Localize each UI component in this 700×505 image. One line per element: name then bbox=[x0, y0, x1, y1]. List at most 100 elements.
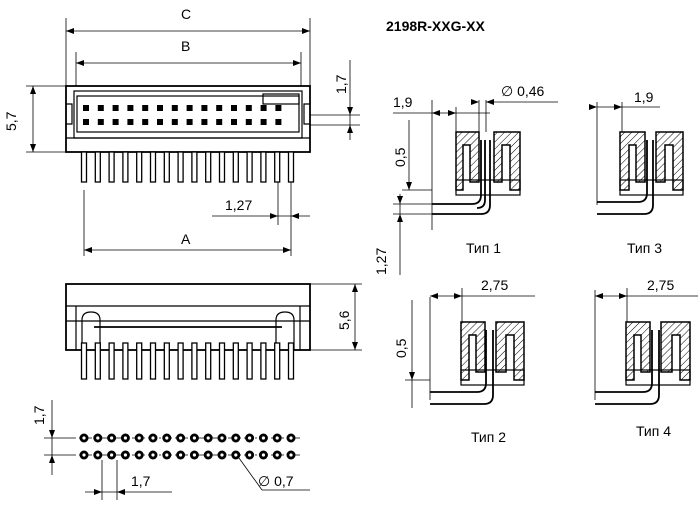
front-view: 5,6 bbox=[65, 283, 362, 380]
type4-dim-275: 2,75 bbox=[647, 277, 674, 293]
pin-leg bbox=[205, 151, 212, 183]
type1-dim-pin-diameter: ∅ 0,46 bbox=[501, 83, 545, 99]
type2-dim-275: 2,75 bbox=[481, 277, 508, 293]
footprint-hole-center bbox=[110, 453, 114, 457]
contact-dot bbox=[97, 105, 104, 111]
pin-leg bbox=[246, 342, 253, 380]
footprint-hole-center bbox=[110, 436, 114, 440]
dim-row-spacing-17: 1,7 bbox=[31, 405, 47, 425]
pin-leg bbox=[149, 342, 157, 380]
type-4-detail: 2,75 Тип 4 bbox=[594, 277, 698, 439]
footprint-hole-center bbox=[179, 436, 183, 440]
type3-dim-19: 1,9 bbox=[634, 89, 654, 105]
pin-leg bbox=[80, 342, 88, 380]
contact-dot bbox=[112, 105, 119, 111]
contact-dot bbox=[142, 119, 149, 125]
contact-dot bbox=[83, 105, 89, 111]
pin-leg bbox=[232, 342, 239, 380]
footprint-hole-center bbox=[137, 436, 141, 440]
footprint-hole-center bbox=[82, 453, 86, 457]
top-view: C B 5,7 1,7 bbox=[3, 6, 360, 256]
contact-dot bbox=[201, 119, 208, 125]
footprint-hole-center bbox=[137, 453, 141, 457]
contact-dot bbox=[127, 105, 134, 111]
footprint-hole-center bbox=[220, 436, 224, 440]
pin-leg bbox=[136, 342, 143, 380]
footprint-hole-center bbox=[151, 436, 155, 440]
footprint-hole-center bbox=[165, 453, 169, 457]
footprint-hole-center bbox=[96, 453, 100, 457]
footprint-hole-center bbox=[151, 453, 155, 457]
type1-dim-19: 1,9 bbox=[393, 94, 413, 110]
type-2-detail: 2,75 0,5 Тип 2 bbox=[393, 277, 535, 445]
footprint-hole-center bbox=[248, 453, 252, 457]
dim-hole-diameter: ∅ 0,7 bbox=[258, 473, 294, 489]
dim-height-56: 5,6 bbox=[336, 310, 352, 330]
contact-dot bbox=[275, 119, 282, 125]
type1-label: Тип 1 bbox=[466, 240, 501, 256]
footprint-hole-center bbox=[220, 453, 224, 457]
footprint-hole-center bbox=[96, 436, 100, 440]
contact-dot bbox=[245, 105, 252, 111]
contact-dot bbox=[83, 119, 89, 125]
pin-leg bbox=[136, 151, 143, 183]
contact-dot bbox=[171, 105, 178, 111]
footprint-hole-center bbox=[275, 436, 279, 440]
pin-leg bbox=[94, 342, 101, 380]
footprint-hole-center bbox=[248, 436, 252, 440]
contact-dot bbox=[231, 119, 237, 125]
pcb-footprint: 1,7 1,7 ∅ 0,7 bbox=[31, 400, 310, 500]
footprint-hole-center bbox=[289, 436, 293, 440]
type-1-detail: 1,9 ∅ 0,46 0,5 1,27 Тип 1 bbox=[373, 83, 558, 275]
pin-leg bbox=[108, 342, 115, 380]
contact-dot bbox=[186, 105, 193, 111]
pin-leg bbox=[177, 151, 184, 183]
contact-dot bbox=[275, 105, 282, 111]
pin-leg bbox=[122, 342, 129, 380]
footprint-hole-center bbox=[261, 453, 265, 457]
contact-dot bbox=[157, 119, 163, 125]
footprint-hole-center bbox=[206, 453, 210, 457]
pin-leg bbox=[94, 151, 101, 183]
contact-dot bbox=[231, 105, 237, 111]
contact-dot bbox=[245, 119, 252, 125]
pin-leg bbox=[218, 151, 226, 183]
footprint-hole-center bbox=[234, 453, 238, 457]
pin-leg bbox=[122, 151, 129, 183]
part-number-title: 2198R-XXG-XX bbox=[386, 18, 485, 34]
pin-leg bbox=[260, 151, 267, 183]
type4-label: Тип 4 bbox=[636, 423, 671, 439]
footprint-hole-center bbox=[192, 453, 196, 457]
type2-dim-05: 0,5 bbox=[393, 338, 409, 358]
contact-dot bbox=[97, 119, 104, 125]
contact-dot bbox=[157, 105, 163, 111]
pin-leg bbox=[108, 151, 115, 183]
pin-leg bbox=[191, 342, 198, 380]
pin-leg bbox=[218, 342, 226, 380]
contact-dot bbox=[186, 119, 193, 125]
pin-leg bbox=[163, 151, 170, 183]
contact-dot bbox=[142, 105, 149, 111]
footprint-hole-center bbox=[289, 453, 293, 457]
dim-col-spacing-17: 1,7 bbox=[131, 473, 151, 489]
type1-dim-127: 1,27 bbox=[373, 248, 389, 275]
dim-a-label: A bbox=[181, 231, 191, 247]
contact-dot bbox=[260, 119, 267, 125]
contact-dot bbox=[171, 119, 178, 125]
pin-leg bbox=[163, 342, 170, 380]
footprint-hole-center bbox=[179, 453, 183, 457]
pin-leg bbox=[287, 151, 295, 183]
footprint-hole-center bbox=[165, 436, 169, 440]
contact-dot bbox=[260, 105, 267, 111]
type3-label: Тип 3 bbox=[627, 240, 662, 256]
contact-dot bbox=[216, 105, 223, 111]
pin-leg bbox=[246, 151, 253, 183]
pin-leg bbox=[205, 342, 212, 380]
type2-label: Тип 2 bbox=[471, 429, 506, 445]
dim-b-label: B bbox=[181, 38, 190, 54]
footprint-hole-center bbox=[82, 436, 86, 440]
footprint-hole-center bbox=[206, 436, 210, 440]
footprint-hole-center bbox=[261, 436, 265, 440]
type-3-detail: 1,9 Тип 3 bbox=[589, 89, 684, 256]
